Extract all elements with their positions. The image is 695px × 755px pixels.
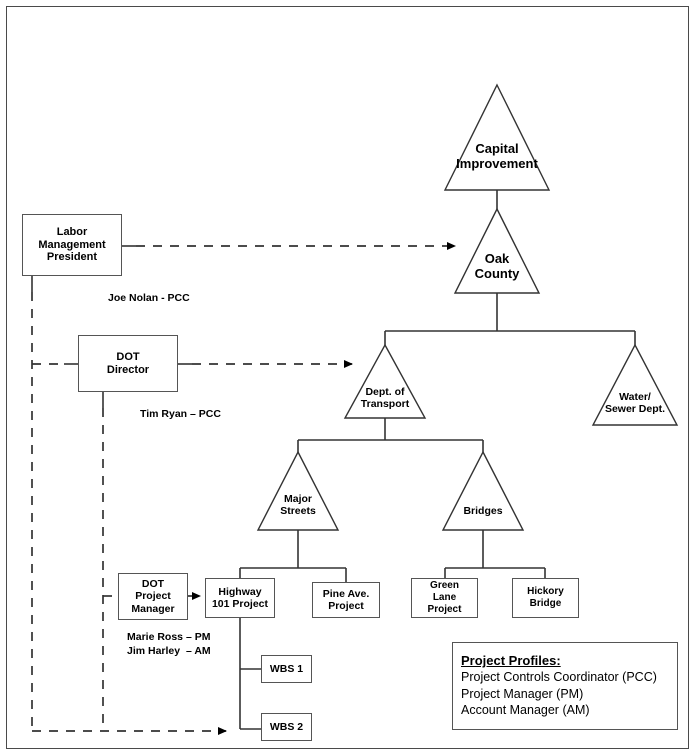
box-dot-director[interactable]: DOT Director: [78, 335, 178, 392]
annotation-joe-nolan-pcc: Joe Nolan - PCC: [108, 292, 190, 304]
legend-entry-am: Account Manager (AM): [461, 703, 590, 717]
legend-title: Project Profiles:: [461, 653, 561, 668]
box-wbs-1[interactable]: WBS 1: [261, 655, 312, 683]
triangle-water-sewer-dept[interactable]: [591, 343, 679, 426]
triangle-capital-improvement[interactable]: [443, 83, 551, 191]
triangle-dept-of-transport[interactable]: [343, 343, 427, 419]
page-border: [6, 6, 689, 749]
annotation-marie-jim-roles: Marie Ross – PM Jim Harley – AM: [127, 631, 211, 658]
box-dot-project-manager[interactable]: DOT Project Manager: [118, 573, 188, 620]
box-wbs-2[interactable]: WBS 2: [261, 713, 312, 741]
legend-entry-pcc: Project Controls Coordinator (PCC): [461, 670, 657, 684]
triangle-oak-county[interactable]: [453, 207, 541, 294]
box-highway-101-project[interactable]: Highway 101 Project: [205, 578, 275, 618]
triangle-bridges[interactable]: [441, 450, 525, 531]
legend-project-profiles: Project Profiles: Project Controls Coord…: [452, 642, 678, 730]
box-green-lane-project[interactable]: Green Lane Project: [411, 578, 478, 618]
box-pine-ave-project[interactable]: Pine Ave. Project: [312, 582, 380, 618]
box-labor-management-president[interactable]: Labor Management President: [22, 214, 122, 276]
annotation-tim-ryan-pcc: Tim Ryan – PCC: [140, 408, 221, 420]
triangle-major-streets[interactable]: [256, 450, 340, 531]
box-hickory-bridge[interactable]: Hickory Bridge: [512, 578, 579, 618]
legend-entry-pm: Project Manager (PM): [461, 686, 584, 701]
